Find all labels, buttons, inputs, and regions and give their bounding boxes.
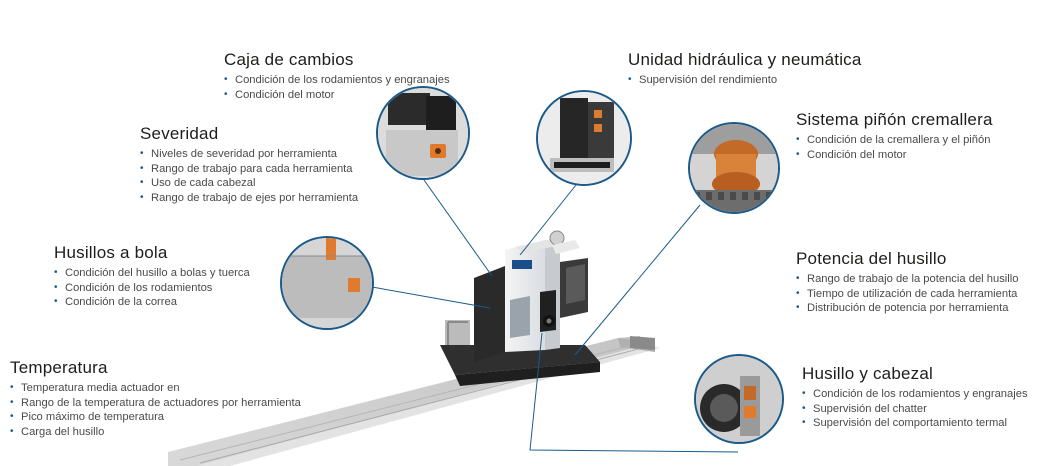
hydraulic-unit-detail-image <box>536 90 632 186</box>
callout-title: Temperatura <box>10 358 108 377</box>
list-item: Distribución de potencia por herramienta <box>796 301 1018 316</box>
callout-title: Husillos a bola <box>54 243 168 262</box>
list-item: Rango de la temperatura de actuadores po… <box>10 396 301 411</box>
list-item: Carga del husillo <box>10 425 301 440</box>
callout-caja-cambios: Caja de cambios Condición de los rodamie… <box>224 50 450 102</box>
connector-caja-cambios <box>423 179 493 277</box>
callout-title: Caja de cambios <box>224 50 354 69</box>
list-item: Condición de la correa <box>54 295 250 310</box>
list-item: Supervisión del comportamiento termal <box>802 416 1028 431</box>
list-item: Rango de trabajo para cada herramienta <box>140 162 358 177</box>
list-item: Condición de los rodamientos y engranaje… <box>224 73 450 88</box>
list-item: Rango de trabajo de ejes por herramienta <box>140 191 358 206</box>
list-item: Tiempo de utilización de cada herramient… <box>796 287 1018 302</box>
list-item: Uso de cada cabezal <box>140 176 358 191</box>
list-item: Condición de los rodamientos y engranaje… <box>802 387 1028 402</box>
list-item: Condición de los rodamientos <box>54 281 250 296</box>
connector-unidad-hidraulica <box>519 179 581 256</box>
callout-severidad: Severidad Niveles de severidad por herra… <box>140 124 358 205</box>
callout-title: Husillo y cabezal <box>802 364 933 383</box>
rack-pinion-detail-image <box>688 122 780 214</box>
spindle-head-detail-image <box>694 354 784 444</box>
callout-husillos-bola: Husillos a bola Condición del husillo a … <box>54 243 250 310</box>
list-item: Condición del motor <box>224 88 450 103</box>
connector-pinon-cremallera <box>574 204 701 356</box>
connector-husillos-bola <box>371 286 491 309</box>
machine-column <box>474 230 588 362</box>
list-item: Supervisión del rendimiento <box>628 73 862 88</box>
callout-temperatura: Temperatura Temperatura media actuador e… <box>10 358 301 439</box>
callout-unidad-hidraulica: Unidad hidráulica y neumática Supervisió… <box>628 50 862 88</box>
callout-title: Sistema piñón cremallera <box>796 110 993 129</box>
list-item: Temperatura media actuador en <box>10 381 301 396</box>
list-item: Pico máximo de temperatura <box>10 410 301 425</box>
list-item: Supervisión del chatter <box>802 402 1028 417</box>
list-item: Condición de la cremallera y el piñón <box>796 133 993 148</box>
callout-pinon-cremallera: Sistema piñón cremallera Condición de la… <box>796 110 993 162</box>
list-item: Condición del motor <box>796 148 993 163</box>
callout-title: Severidad <box>140 124 219 143</box>
callout-husillo-cabezal: Husillo y cabezal Condición de los rodam… <box>802 364 1028 431</box>
list-item: Rango de trabajo de la potencia del husi… <box>796 272 1018 287</box>
connector-husillo-cabezal <box>529 332 739 453</box>
callout-title: Potencia del husillo <box>796 249 947 268</box>
callout-title: Unidad hidráulica y neumática <box>628 50 862 69</box>
list-item: Condición del husillo a bolas y tuerca <box>54 266 250 281</box>
ballscrew-detail-image <box>280 236 374 330</box>
list-item: Niveles de severidad por herramienta <box>140 147 358 162</box>
callout-potencia-husillo: Potencia del husillo Rango de trabajo de… <box>796 249 1018 316</box>
